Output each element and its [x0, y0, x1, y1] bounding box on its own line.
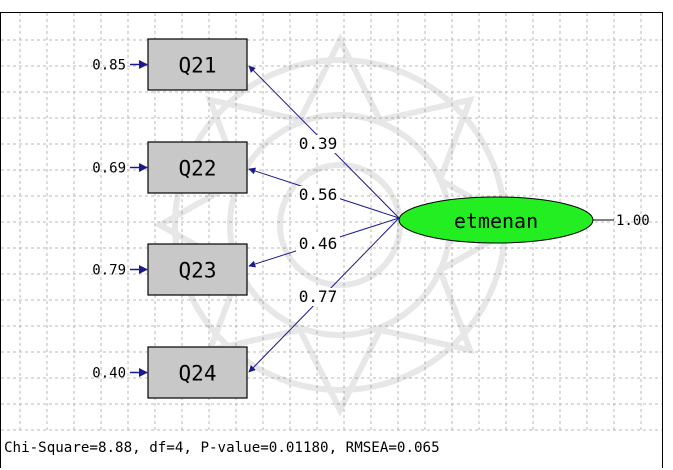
indicator-q23: Q23 0.79 0.46	[92, 217, 400, 296]
latent-variance-value: 1.00	[616, 213, 650, 229]
error-variance-value: 0.69	[92, 161, 126, 177]
loading-value: 0.56	[299, 185, 338, 204]
error-variance-value: 0.40	[92, 366, 126, 382]
observed-variable-label: Q22	[179, 157, 217, 181]
error-variance-value: 0.85	[92, 58, 126, 74]
diagram-frame	[0, 12, 663, 468]
loading-label-background	[296, 288, 340, 306]
indicator-q21: Q21 0.85 0.39	[92, 38, 400, 219]
indicator-q24: Q24 0.40 0.77	[92, 217, 400, 399]
observed-variable-box[interactable]	[147, 38, 248, 91]
loading-value: 0.39	[299, 134, 338, 153]
loading-label-background	[296, 135, 340, 153]
loading-label-background	[296, 186, 340, 204]
observed-variable-label: Q24	[179, 362, 217, 386]
observed-variable-box[interactable]	[147, 346, 248, 399]
observed-variable-label: Q21	[179, 54, 217, 78]
error-variance-value: 0.79	[92, 263, 126, 279]
latent-variable-label: etmenan	[454, 209, 538, 233]
observed-variable-box[interactable]	[147, 243, 248, 296]
indicator-q22: Q22 0.69 0.56	[92, 141, 400, 219]
observed-variable-box[interactable]	[147, 141, 248, 194]
loading-value: 0.46	[299, 234, 338, 253]
loading-value: 0.77	[299, 287, 338, 306]
loading-label-background	[296, 235, 340, 253]
observed-variable-label: Q23	[179, 259, 217, 283]
fit-statistics-text: Chi-Square=8.88, df=4, P-value=0.01180, …	[4, 440, 440, 456]
